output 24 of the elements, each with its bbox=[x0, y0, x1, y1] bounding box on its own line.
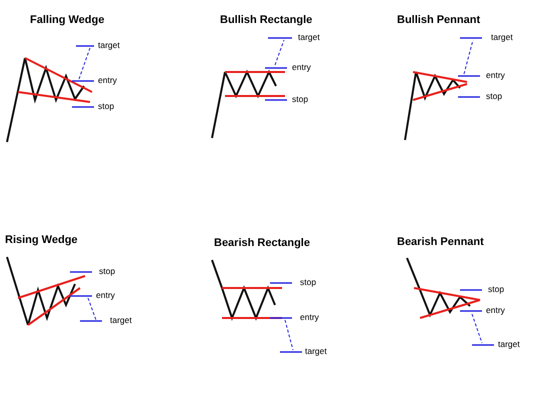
pattern-title: Falling Wedge bbox=[30, 14, 104, 26]
level-label: stop bbox=[99, 266, 116, 276]
level-label: entry bbox=[300, 312, 319, 322]
level-label: entry bbox=[486, 70, 505, 80]
level-label: target bbox=[498, 339, 520, 349]
pattern-title: Rising Wedge bbox=[5, 234, 78, 246]
level-label: entry bbox=[486, 305, 505, 315]
pattern-title: Bullish Rectangle bbox=[220, 14, 312, 26]
level-label: stop bbox=[300, 277, 316, 287]
level-label: target bbox=[98, 40, 120, 50]
level-label: entry bbox=[292, 62, 311, 72]
level-label: stop bbox=[292, 94, 308, 104]
level-label: target bbox=[305, 346, 327, 356]
level-label: entry bbox=[96, 290, 115, 300]
pattern-title: Bearish Pennant bbox=[397, 236, 484, 248]
level-label: target bbox=[491, 32, 513, 42]
pattern-title: Bearish Rectangle bbox=[214, 237, 310, 249]
level-label: stop bbox=[488, 284, 504, 294]
level-label: target bbox=[110, 315, 132, 325]
level-label: stop bbox=[486, 91, 502, 101]
level-label: stop bbox=[98, 101, 114, 111]
level-label: entry bbox=[98, 75, 117, 85]
level-label: target bbox=[298, 32, 320, 42]
pattern-title: Bullish Pennant bbox=[397, 14, 480, 26]
